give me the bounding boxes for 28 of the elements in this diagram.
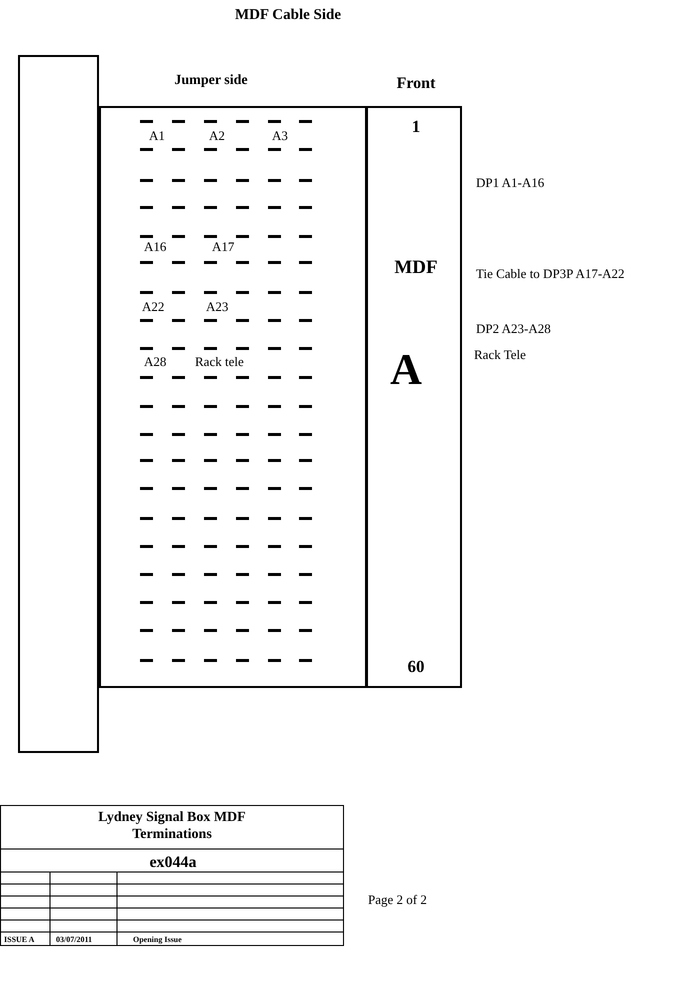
terminal-label: A2 bbox=[209, 127, 226, 145]
title-block bbox=[0, 805, 344, 946]
terminal-label: A1 bbox=[149, 127, 166, 145]
row-number: 60 bbox=[406, 656, 426, 678]
frame-upright bbox=[18, 55, 99, 753]
cable-note: DP1 A1-A16 bbox=[476, 174, 544, 192]
table-cell-text: Opening Issue bbox=[133, 935, 183, 945]
diagram-title: MDF Cable Side bbox=[234, 6, 342, 25]
drawing-number: ex044a bbox=[148, 853, 198, 873]
cable-note: DP2 A23-A28 bbox=[476, 320, 551, 338]
cable-note: Rack Tele bbox=[474, 346, 526, 364]
terminal-label: A23 bbox=[206, 298, 230, 316]
panel-heading: Jumper side bbox=[173, 72, 249, 90]
terminal-label: A16 bbox=[144, 238, 168, 256]
title-block-heading: Lydney Signal Box MDF Terminations bbox=[97, 809, 247, 843]
cable-note: Tie Cable to DP3P A17-A22 bbox=[476, 265, 625, 283]
terminal-label: A28 bbox=[144, 353, 168, 371]
terminal-label: Rack tele bbox=[195, 353, 245, 371]
table-cell-text: 03/07/2011 bbox=[56, 935, 94, 945]
panel-letter: A bbox=[389, 348, 423, 392]
table-cell-text: ISSUE A bbox=[4, 935, 36, 945]
row-number: 1 bbox=[410, 116, 422, 138]
terminal-label: A22 bbox=[142, 298, 166, 316]
panel-label: MDF bbox=[393, 256, 439, 280]
panel-heading: Front bbox=[396, 74, 436, 94]
terminal-label: A3 bbox=[272, 127, 289, 145]
page-number: Page 2 of 2 bbox=[368, 891, 427, 909]
terminal-label: A17 bbox=[212, 238, 236, 256]
